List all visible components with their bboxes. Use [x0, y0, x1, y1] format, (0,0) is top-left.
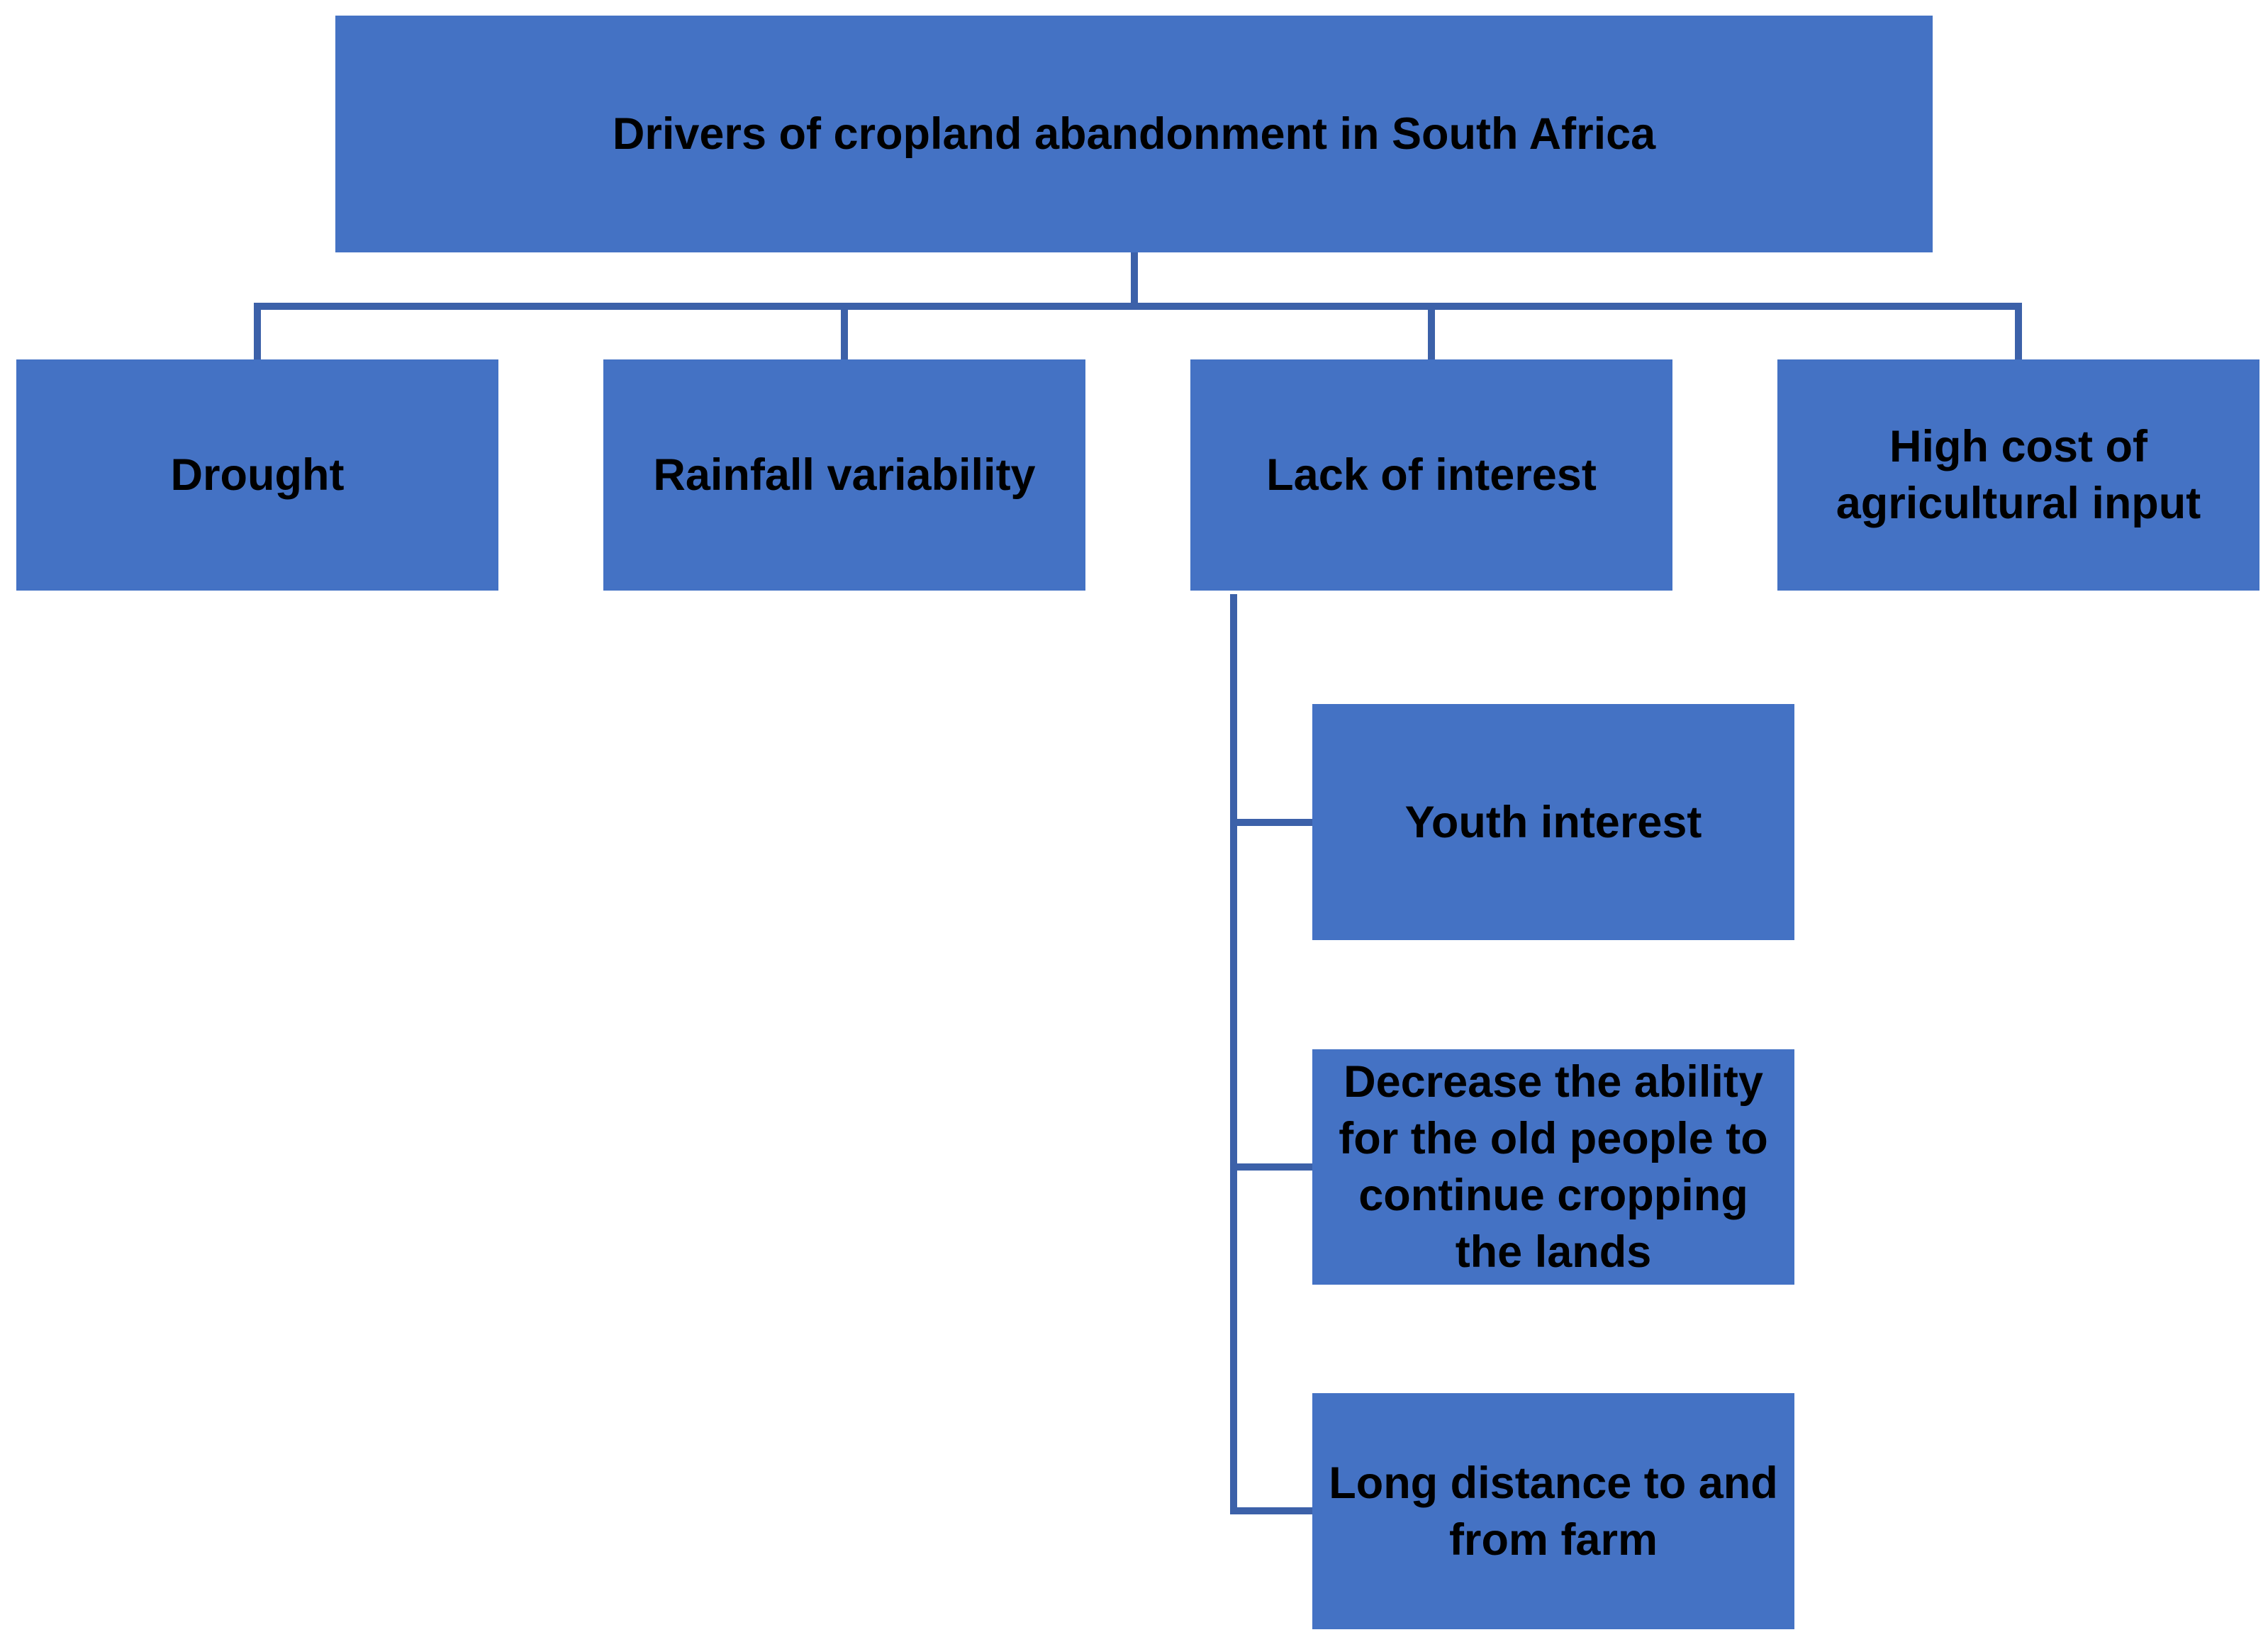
- node-high-cost-agricultural-input: High cost of agricultural input: [1777, 359, 2259, 591]
- connector-stub-lack-of-interest: [1428, 310, 1435, 359]
- connector-root-stub: [1131, 252, 1138, 310]
- node-lack-of-interest: Lack of interest: [1190, 359, 1672, 591]
- connector-lack-of-interest-trunk: [1230, 594, 1237, 1514]
- node-youth-interest: Youth interest: [1312, 704, 1794, 940]
- connector-stub-rainfall: [841, 310, 848, 359]
- node-long-distance-farm: Long distance to and from farm: [1312, 1393, 1794, 1629]
- node-drought: Drought: [16, 359, 498, 591]
- node-rainfall-variability: Rainfall variability: [603, 359, 1085, 591]
- connector-stub-high-cost: [2015, 310, 2022, 359]
- connector-stub-drought: [254, 310, 261, 359]
- node-decrease-ability-old-people: Decrease the ability for the old people …: [1312, 1049, 1794, 1285]
- connector-horizontal-bus: [254, 303, 2022, 310]
- connector-elbow-decrease-ability: [1230, 1163, 1312, 1171]
- connector-elbow-youth-interest: [1230, 819, 1312, 826]
- connector-elbow-long-distance: [1230, 1507, 1312, 1514]
- node-root-title: Drivers of cropland abandonment in South…: [335, 16, 1933, 252]
